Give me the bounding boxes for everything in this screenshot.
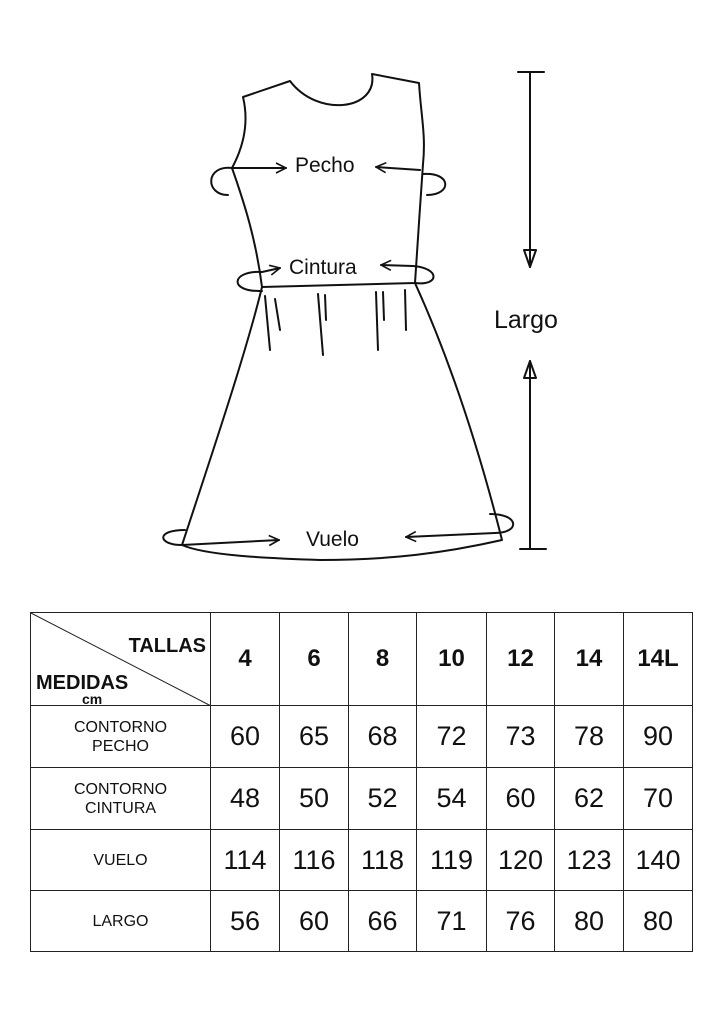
medidas-label: MEDIDAS (36, 672, 129, 694)
table-cell: 52 (348, 767, 417, 830)
size-table: TALLAS MEDIDAS cm 4 6 8 10 12 14 14L CON… (30, 612, 693, 952)
table-header-row: TALLAS MEDIDAS cm 4 6 8 10 12 14 14L (30, 612, 693, 707)
table-row: VUELO 114 116 118 119 120 123 140 (30, 829, 693, 891)
table-cell: 68 (348, 705, 417, 768)
table-cell: 48 (210, 767, 280, 830)
vuelo-left-wrap (162, 529, 186, 546)
cintura-right-wrap (412, 265, 435, 285)
size-header: 12 (486, 612, 555, 706)
skirt-gathers (264, 289, 407, 356)
table-cell: 50 (279, 767, 349, 830)
table-cell: 56 (210, 890, 280, 952)
row-label-line: VUELO (93, 851, 148, 869)
largo-arrow-up (523, 360, 537, 379)
row-label: VUELO (30, 829, 211, 891)
size-header: 14L (623, 612, 693, 706)
table-cell: 60 (486, 767, 555, 830)
row-label-line: CONTORNO (73, 780, 168, 798)
tallas-label: TALLAS (128, 635, 206, 657)
table-cell: 60 (279, 890, 349, 952)
table-cell: 114 (210, 829, 280, 891)
table-cell: 66 (348, 890, 417, 952)
table-row: CONTORNO CINTURA 48 50 52 54 60 62 70 (30, 767, 693, 830)
row-label: LARGO (30, 890, 211, 952)
row-label-line: CINTURA (84, 799, 157, 817)
cintura-left-wrap (236, 270, 263, 293)
table-row: CONTORNO PECHO 60 65 68 72 73 78 90 (30, 705, 693, 768)
row-label-line: LARGO (92, 912, 149, 930)
pecho-right-wrap (422, 172, 447, 196)
row-label-line: PECHO (92, 737, 149, 755)
table-cell: 80 (554, 890, 624, 952)
size-header: 14 (554, 612, 624, 706)
corner-diagonal (31, 613, 211, 706)
table-cell: 62 (554, 767, 624, 830)
cintura-label: Cintura (289, 256, 357, 279)
dress-diagram (162, 71, 547, 561)
table-row: LARGO 56 60 66 71 76 80 80 (30, 890, 693, 952)
row-label: CONTORNO CINTURA (30, 767, 211, 830)
size-header: 10 (416, 612, 487, 706)
table-corner-cell: TALLAS MEDIDAS cm (30, 612, 211, 707)
row-label: CONTORNO PECHO (30, 705, 211, 768)
table-cell: 118 (348, 829, 417, 891)
size-header: 6 (279, 612, 349, 706)
cintura-right-arrow (381, 265, 414, 266)
size-header: 4 (210, 612, 280, 706)
table-cell: 90 (623, 705, 693, 768)
largo-label: Largo (494, 306, 558, 334)
table-cell: 76 (486, 890, 555, 952)
table-cell: 78 (554, 705, 624, 768)
table-cell: 65 (279, 705, 349, 768)
table-cell: 140 (623, 829, 693, 891)
pecho-label: Pecho (295, 154, 355, 177)
dress-skirt-outline (181, 282, 503, 561)
table-cell: 70 (623, 767, 693, 830)
pecho-left-wrap (210, 166, 233, 196)
vuelo-label: Vuelo (306, 528, 359, 551)
pecho-right-arrow (376, 167, 421, 170)
table-cell: 60 (210, 705, 280, 768)
table-cell: 72 (416, 705, 487, 768)
table-cell: 80 (623, 890, 693, 952)
unit-label: cm (82, 691, 103, 707)
table-cell: 119 (416, 829, 487, 891)
table-cell: 116 (279, 829, 349, 891)
size-header: 8 (348, 612, 417, 706)
table-cell: 54 (416, 767, 487, 830)
table-cell: 123 (554, 829, 624, 891)
table-cell: 71 (416, 890, 487, 952)
table-cell: 73 (486, 705, 555, 768)
table-cell: 120 (486, 829, 555, 891)
largo-arrow-down (523, 249, 537, 268)
row-label-line: CONTORNO (73, 718, 168, 736)
vuelo-right-arrow (406, 533, 496, 537)
vuelo-left-arrow (181, 540, 279, 545)
vuelo-right-wrap (489, 513, 515, 534)
cintura-left-arrow (261, 268, 280, 272)
